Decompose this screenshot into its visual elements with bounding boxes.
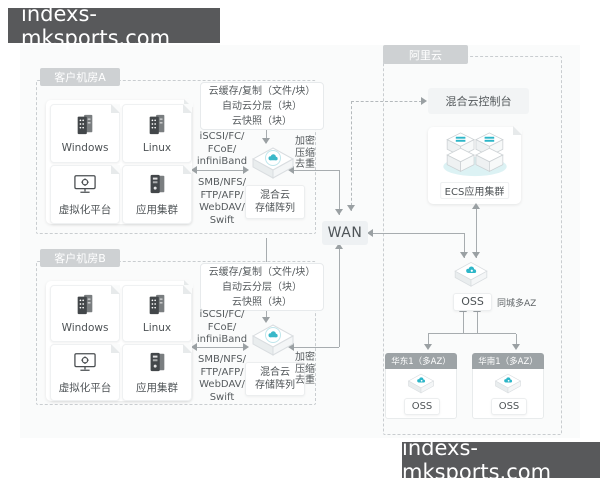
room-a-title: 客户机房A — [40, 68, 120, 86]
server-rack-icon — [74, 293, 96, 319]
wan-features-b: 加密压缩去重 — [295, 352, 315, 386]
ecs-cluster-icon — [438, 131, 512, 183]
tile-virtualization-b: 虚拟化平台 — [50, 344, 120, 401]
file-protocols-a: SMB/NFS/FTP/AFP/WebDAV/Swift — [198, 177, 246, 226]
caption-line: 云快照（块） — [232, 115, 292, 127]
region-south-oss-label: OSS — [491, 398, 527, 415]
ecs-cluster-label: ECS应用集群 — [439, 182, 510, 199]
watermark-top-left: indexs-mksports.com — [8, 2, 220, 50]
tile-label: Linux — [142, 322, 172, 334]
virtualization-icon — [73, 173, 97, 199]
wan-features-a: 加密压缩去重 — [295, 136, 315, 170]
block-protocols-a: iSCSI/FC/FCoE/infiniBand — [196, 131, 248, 167]
cloud-features-caption-b: 云缓存/复制（文件/块） 自动云分层（块） 云快照（块） — [200, 263, 324, 311]
server-rack-icon — [146, 113, 168, 139]
tile-windows-b: Windows — [50, 285, 120, 342]
region-south-box: 华南1（多AZ） OSS — [472, 353, 544, 419]
oss-icon — [493, 372, 523, 404]
file-protocols-b: SMB/NFS/FTP/AFP/WebDAV/Swift — [198, 354, 246, 403]
ecs-card: ECS应用集群 — [428, 126, 522, 204]
region-east-oss-label: OSS — [404, 398, 440, 415]
block-protocols-b: iSCSI/FC/FCoE/infiniBand — [196, 309, 248, 345]
oss-label: OSS — [453, 293, 492, 311]
tile-windows-a: Windows — [50, 104, 120, 163]
region-south-title: 华南1（多AZ） — [472, 353, 544, 369]
tile-linux-a: Linux — [122, 104, 192, 163]
room-a-box — [36, 80, 316, 234]
aliyun-title: 阿里云 — [383, 45, 468, 64]
app-cluster-icon — [146, 351, 168, 377]
virtualization-icon — [73, 351, 97, 377]
caption-line: 云缓存/复制（文件/块） — [208, 266, 316, 278]
tile-label: 应用集群 — [136, 381, 178, 394]
tile-app-cluster-a: 应用集群 — [122, 165, 192, 224]
app-cluster-icon — [146, 173, 168, 199]
oss-icon — [406, 372, 436, 404]
caption-line: 云缓存/复制（文件/块） — [208, 85, 316, 97]
tile-label: 应用集群 — [136, 203, 178, 216]
tile-app-cluster-b: 应用集群 — [122, 344, 192, 401]
room-b-box — [36, 261, 316, 405]
storage-array-icon-b — [249, 322, 297, 370]
oss-multi-az-note: 同城多AZ — [497, 299, 537, 309]
storage-array-label-b: 混合云存储阵列 — [245, 362, 305, 396]
server-rack-icon — [74, 113, 96, 139]
storage-array-icon-a — [249, 145, 297, 193]
region-east-title: 华东1（多AZ） — [385, 353, 457, 369]
wan-node: WAN — [322, 221, 368, 245]
tile-linux-b: Linux — [122, 285, 192, 342]
storage-array-label-a: 混合云存储阵列 — [245, 185, 305, 219]
caption-line: 自动云分层（块） — [222, 100, 302, 112]
watermark-bottom-right: indexs-mksports.com — [402, 436, 600, 484]
hybrid-cloud-console: 混合云控制台 — [428, 88, 529, 114]
oss-icon — [452, 260, 490, 299]
tile-label: Windows — [61, 142, 109, 154]
caption-line: 自动云分层（块） — [222, 281, 302, 293]
tile-label: Windows — [61, 322, 109, 334]
server-rack-icon — [146, 293, 168, 319]
tile-virtualization-a: 虚拟化平台 — [50, 165, 120, 224]
tile-label: 虚拟化平台 — [58, 381, 112, 394]
tile-label: 虚拟化平台 — [58, 203, 112, 216]
room-b-title: 客户机房B — [40, 249, 120, 267]
aliyun-box — [383, 56, 562, 435]
cloud-features-caption-a: 云缓存/复制（文件/块） 自动云分层（块） 云快照（块） — [200, 82, 324, 130]
caption-line: 云快照（块） — [232, 296, 292, 308]
tile-label: Linux — [142, 142, 172, 154]
region-east-box: 华东1（多AZ） OSS — [385, 353, 457, 419]
